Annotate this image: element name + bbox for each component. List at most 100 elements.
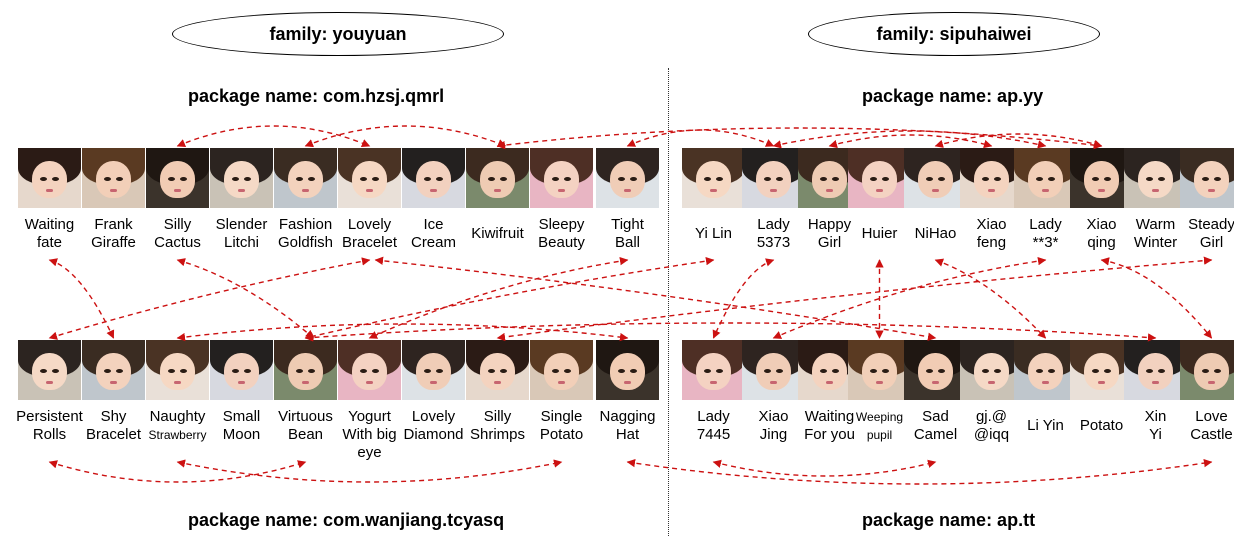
avatar-name-line: Ice (423, 216, 444, 233)
arrow-top-arc (626, 129, 775, 147)
avatar-name-line: Strawberry (148, 428, 207, 442)
avatar-name-line: Lady (757, 216, 790, 233)
arrow-top-arc (828, 134, 993, 149)
avatar-name-line: Xiao (758, 408, 789, 425)
avatar-name-line: Silly (163, 216, 192, 233)
avatar-name-line: Fashion (278, 216, 333, 233)
avatar-name-right-top-5: NiHao (896, 225, 976, 243)
family-ellipse-left: family: youyuan (172, 12, 504, 56)
avatar-left-bottom-4 (210, 340, 273, 400)
avatar-name-line: Waiting (804, 408, 855, 425)
avatar-name-line: Lady (697, 408, 730, 425)
avatar-left-bottom-5 (274, 340, 337, 400)
avatar-name-line: Yogurt (348, 408, 391, 425)
avatar-name-right-top-4: Huier (840, 225, 920, 243)
avatar-name-line: feng (976, 234, 1007, 251)
avatar-name-line: Potato (539, 426, 584, 443)
avatar-name-line: Love (1195, 408, 1228, 425)
avatar-name-line: With big (342, 426, 397, 443)
avatar-right-bottom-1 (682, 340, 745, 400)
avatar-right-bottom-6 (960, 340, 1023, 400)
avatar-name-line: 5373 (756, 234, 791, 251)
avatar-name-line: Small (222, 408, 261, 425)
avatar-left-bottom-1 (18, 340, 81, 400)
avatar-name-line: Virtuous (278, 408, 333, 425)
avatar-name-line: Sleepy (538, 216, 585, 233)
avatar-left-bottom-10 (596, 340, 659, 400)
avatar-right-bottom-7 (1014, 340, 1077, 400)
avatar-left-top-10 (596, 148, 659, 208)
arrow-cross (496, 256, 1213, 342)
avatar-left-bottom-3 (146, 340, 209, 400)
avatar-name-right-bottom-8: Potato (1062, 417, 1142, 435)
avatar-name-right-bottom-6: gj.@@iqq (952, 408, 1032, 444)
avatar-name-line: Bracelet (85, 426, 142, 443)
avatar-name-left-top-8: Kiwifruit (458, 225, 538, 243)
avatar-name-line: Xiao (1086, 216, 1117, 233)
avatar-left-top-4 (210, 148, 273, 208)
avatar-name-line: Persistent (16, 408, 83, 425)
avatar-name-line: Castle (1190, 426, 1233, 443)
arrow-cross (176, 258, 315, 339)
avatar-right-bottom-2 (742, 340, 805, 400)
arrow-top-arc (496, 127, 1103, 150)
arrow-bottom-arc (176, 323, 629, 342)
avatar-left-top-3 (146, 148, 209, 208)
avatar-name-line: Silly (483, 408, 512, 425)
avatar-right-bottom-9 (1124, 340, 1187, 400)
avatar-right-top-6 (960, 148, 1023, 208)
avatar-right-bottom-4 (848, 340, 911, 400)
avatar-name-line: Tight (611, 216, 644, 233)
avatar-name-line: Cactus (154, 234, 201, 251)
avatar-name-line: Moon (222, 426, 261, 443)
avatar-name-right-top-7: Lady**3* (1006, 216, 1086, 252)
avatar-name-line: Kiwifruit (471, 225, 524, 242)
avatar-name-line: Li Yin (1027, 417, 1064, 434)
avatar-name-line: Lovely (411, 408, 456, 425)
package-name-right-top: package name: ap.yy (862, 86, 1044, 106)
avatar-right-top-7 (1014, 148, 1077, 208)
avatar-name-line: @iqq (973, 426, 1010, 443)
arrow-cross (374, 256, 937, 341)
arrow-under-arc (712, 459, 937, 477)
avatar-name-line: pupil (866, 428, 893, 442)
avatar-left-top-6 (338, 148, 401, 208)
avatar-right-bottom-10 (1180, 340, 1234, 400)
avatar-right-top-10 (1180, 148, 1234, 208)
avatar-name-line: Girl (817, 234, 842, 251)
arrow-top-arc (772, 130, 1047, 149)
family-label-left: family: youyuan (269, 23, 407, 44)
avatar-name-line: qing (1087, 234, 1116, 251)
package-name-left-bottom: package name: com.wanjiang.tcyasq (188, 510, 505, 530)
arrow-under-arc (176, 459, 563, 483)
avatar-name-line: Goldfish (277, 234, 334, 251)
arrow-top-arc (934, 133, 1103, 148)
avatar-left-top-1 (18, 148, 81, 208)
avatar-name-line: Jing (759, 426, 788, 443)
avatar-right-bottom-8 (1070, 340, 1133, 400)
avatar-left-bottom-2 (82, 340, 145, 400)
avatar-name-line: Shy (100, 408, 127, 425)
avatar-name-line: Diamond (403, 426, 464, 443)
arrow-top-arc (176, 125, 371, 147)
avatar-name-line: For you (804, 426, 855, 443)
arrow-top-arc (304, 125, 507, 148)
